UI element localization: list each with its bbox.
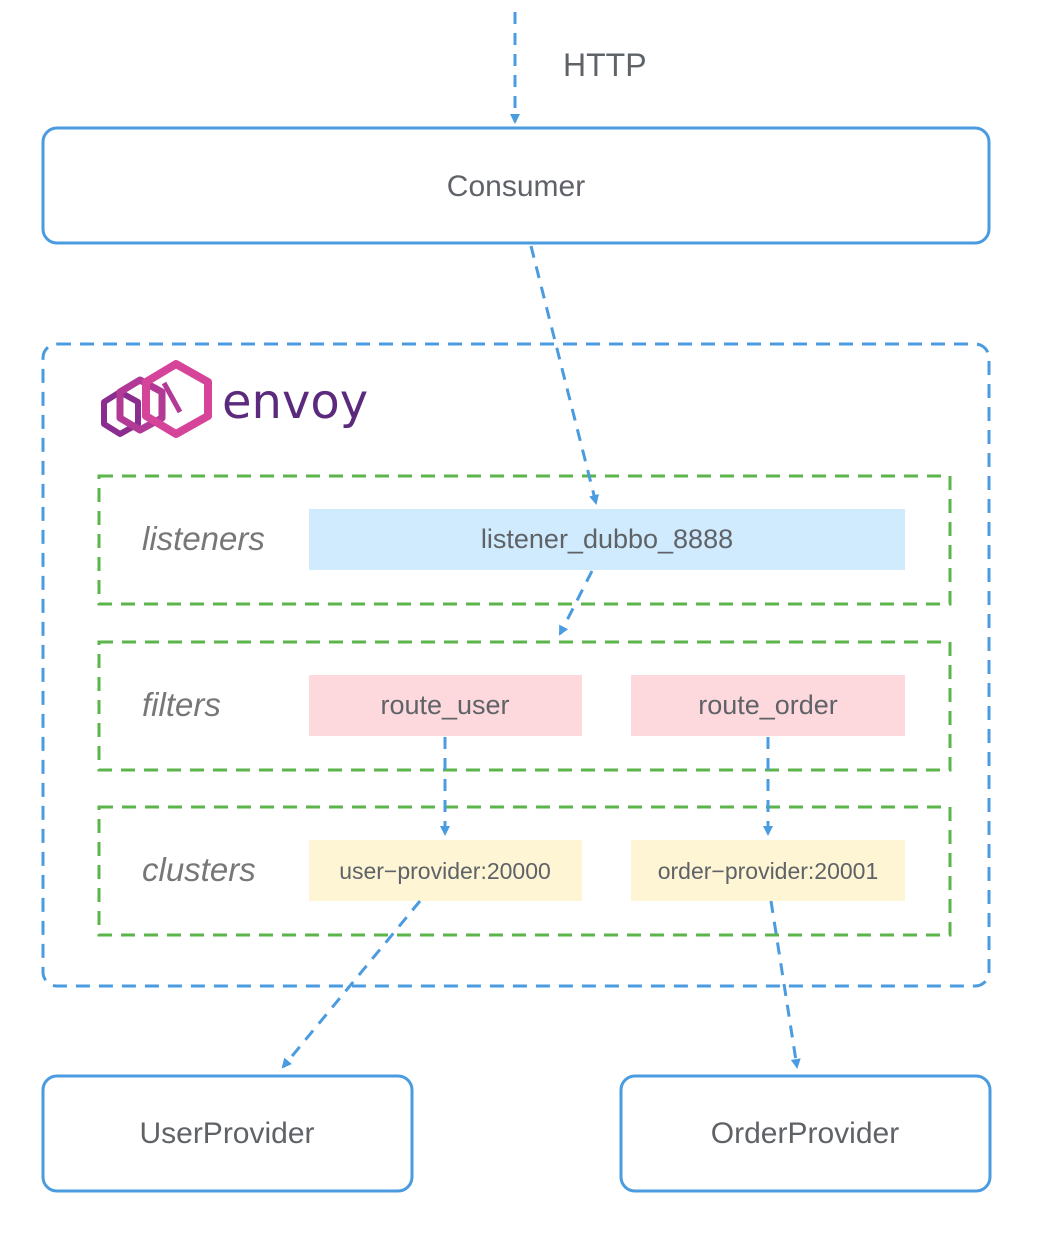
user-provider-cluster-label: user−provider:20000 — [339, 858, 551, 884]
consumer-label: Consumer — [447, 170, 585, 203]
flow-arrows — [281, 12, 801, 1069]
order-provider-cluster-box — [631, 840, 905, 901]
user-provider-label: UserProvider — [139, 1117, 314, 1150]
clusters-section: clusters user−provider:20000 order−provi… — [97, 805, 952, 937]
arrow-listener-to-filters — [558, 570, 594, 636]
listener-name: listener_dubbo_8888 — [481, 524, 733, 554]
arrow-cluster-to-order-provider — [769, 900, 801, 1069]
envoy-container — [41, 342, 991, 988]
order-provider-node: OrderProvider — [619, 1074, 992, 1193]
consumer-node: Consumer — [41, 126, 991, 245]
route-user-box — [309, 675, 582, 736]
order-provider-label: OrderProvider — [711, 1117, 899, 1150]
listeners-label: listeners — [142, 520, 265, 557]
route-user-label: route_user — [380, 690, 509, 720]
envoy-logo: envoy — [101, 360, 368, 438]
envoy-hexagon-logo-icon — [101, 360, 212, 438]
route-order-label: route_order — [698, 690, 838, 720]
filters-label: filters — [142, 686, 221, 723]
filters-section: filters route_user route_order — [97, 640, 952, 772]
order-provider-cluster-label: order−provider:20001 — [658, 858, 879, 884]
listeners-section: listeners listener_dubbo_8888 — [97, 474, 952, 606]
http-label: HTTP — [563, 47, 647, 83]
user-provider-node: UserProvider — [41, 1074, 414, 1193]
arrow-consumer-to-listener — [529, 245, 599, 505]
envoy-logo-text: envoy — [222, 374, 368, 430]
user-provider-cluster-box — [309, 840, 582, 901]
clusters-label: clusters — [142, 851, 256, 888]
arrow-cluster-to-user-provider — [281, 900, 422, 1069]
listener-box — [309, 509, 905, 570]
route-order-box — [631, 675, 905, 736]
